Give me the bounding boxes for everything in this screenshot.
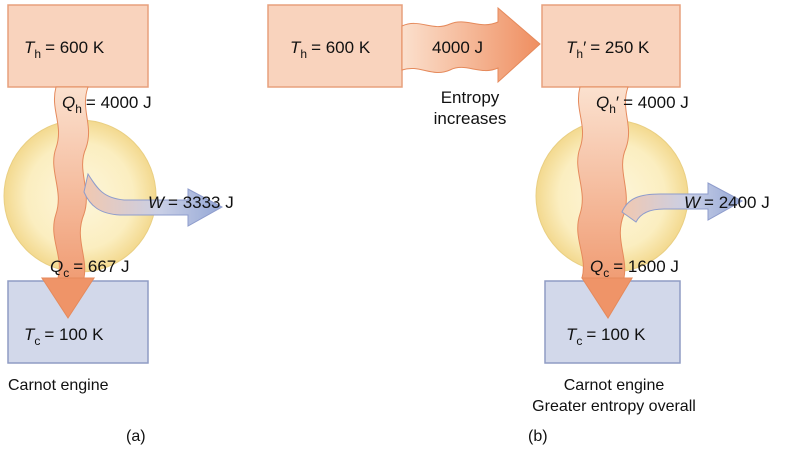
heat-out-label-a: Qc= 667 J	[50, 257, 129, 280]
caption-b-line2: Greater entropy overall	[532, 398, 696, 415]
panel-b: Th= 600 K 4000 J Entropy increases Th′= …	[267, 4, 770, 445]
cold-temp-label-a: Tc= 100 K	[24, 325, 104, 348]
work-arrow-a	[83, 172, 224, 227]
heat-out-arrow-head-a	[41, 277, 95, 319]
work-label-a: W= 3333 J	[148, 193, 234, 212]
hot-reservoir-a	[7, 4, 149, 88]
transfer-arrow-b	[401, 6, 541, 84]
entropy-note-line2: increases	[434, 109, 507, 128]
work-label-b: W= 2400 J	[684, 193, 770, 212]
caption-b-line1: Carnot engine	[564, 377, 665, 394]
hot-temp-label-b: Th= 600 K	[290, 38, 371, 61]
heat-in-label-a: Qh= 4000 J	[62, 93, 152, 116]
entropy-note-line1: Entropy	[441, 88, 500, 107]
panel-label-b: (b)	[528, 428, 548, 445]
heat-out-arrow-head-b	[581, 277, 633, 319]
work-arrow-b	[621, 182, 744, 223]
transfer-label-b: 4000 J	[432, 38, 483, 57]
panel-a: Th= 600 K Qh= 4000 J W= 3333 J Qc= 667 J…	[3, 4, 234, 445]
hot-reservoir-b	[267, 4, 403, 88]
intermediate-temp-label-b: Th′= 250 K	[566, 38, 650, 61]
heat-in-label-b: Qh′= 4000 J	[596, 93, 689, 116]
panel-label-a: (a)	[126, 428, 146, 445]
cold-temp-label-b: Tc= 100 K	[566, 325, 646, 348]
heat-out-label-b: Qc= 1600 J	[590, 257, 679, 280]
intermediate-reservoir-b	[541, 4, 681, 88]
hot-temp-label-a: Th= 600 K	[24, 38, 105, 61]
caption-a: Carnot engine	[8, 377, 109, 394]
